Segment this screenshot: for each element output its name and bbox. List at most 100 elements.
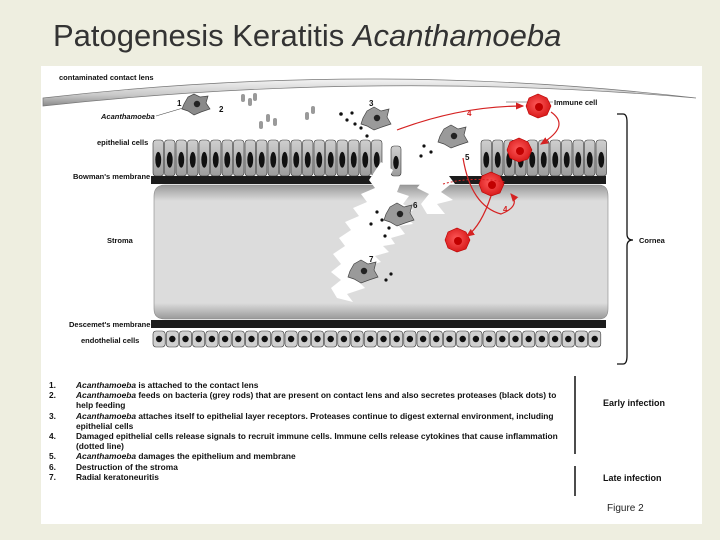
legend-item: 4.Damaged epithelial cells release signa… [49,431,569,451]
endothelial-cell [443,331,455,347]
epithelial-cell [222,140,233,176]
legend-item: 6.Destruction of the stroma [49,462,569,472]
epithelial-cell [257,140,268,176]
bowman-label: Bowman's membrane [73,172,150,181]
contact-lens-label: contaminated contact lens [59,73,154,82]
endothelial-cell [483,331,495,347]
legend-item: 2.Acanthamoeba feeds on bacteria (grey r… [49,390,569,410]
bacteria-rods [241,93,315,129]
acanthamoeba-5 [438,125,468,148]
epithelial-cell [349,140,360,176]
legend-italic: Acanthamoeba [76,390,136,400]
step-number-4a: 4 [467,109,472,118]
endothelial-layer [153,331,601,347]
endothelial-cell [496,331,508,347]
epithelial-cell [550,140,561,176]
epithelial-cell [391,146,401,176]
endothelial-cell [404,331,416,347]
step-number-1: 1 [177,99,182,108]
step-number-6: 6 [413,201,418,210]
legend-text: is attached to the contact lens [136,380,258,390]
endothelial-cell [575,331,587,347]
endothelial-cell [536,331,548,347]
acanthamoeba-label: Acanthamoeba [100,112,155,121]
endothelial-cell [298,331,310,347]
legend-italic: Acanthamoeba [76,380,136,390]
epithelial-cell [337,140,348,176]
step-number-3: 3 [369,99,374,108]
endothelial-cell [391,331,403,347]
endothelial-cell [364,331,376,347]
late-infection-label: Late infection [603,473,662,483]
epithelial-cell [176,140,187,176]
legend-text: Destruction of the stroma [76,462,178,472]
endothelial-cell [377,331,389,347]
descemet-membrane [151,320,606,328]
epithelial-cell [268,140,279,176]
epithelial-cell [596,140,607,176]
epithelial-cell [562,140,573,176]
signal-arrow-2 [541,112,559,144]
epithelial-cell [188,140,199,176]
legend-num: 5. [49,451,76,461]
endothelial-cell [457,331,469,347]
slide-title: Patogenesis Keratitis Acanthamoeba [53,18,561,54]
endothelial-cell [219,331,231,347]
endothelial-cell [166,331,178,347]
legend-text: attaches itself to epithelial layer rece… [76,411,554,431]
acanthamoeba-1 [182,94,210,115]
endothelial-cell [232,331,244,347]
endothelial-cell [193,331,205,347]
epithelial-cell [481,140,492,176]
legend-italic: Acanthamoeba [76,451,136,461]
legend-item: 3.Acanthamoeba attaches itself to epithe… [49,411,569,431]
step-number-4b: 4 [503,205,508,214]
early-infection-label: Early infection [603,398,665,408]
figure-caption: Figure 2 [607,503,644,514]
epithelial-cell [326,140,337,176]
epithelial-cell [303,140,314,176]
cornea-diagram: contaminated contact lens Cornea Acantha… [41,66,702,376]
acanthamoeba-3 [361,107,391,130]
epithelial-cell [585,140,596,176]
endothelial-cell [259,331,271,347]
epithelial-cell [280,140,291,176]
endothelial-cell [311,331,323,347]
epithelial-cell [199,140,210,176]
title-italic: Acanthamoeba [353,18,562,53]
epithelial-cell [165,140,176,176]
epithelial-label: epithelial cells [97,138,148,147]
legend-text: damages the epithelium and membrane [136,451,296,461]
epithelial-cell [234,140,245,176]
legend-text: Damaged epithelial cells release signals… [76,431,558,451]
step-number-5: 5 [465,153,470,162]
legend-num: 3. [49,411,76,431]
endothelial-cell [338,331,350,347]
endothelial-cell [153,331,165,347]
epithelial-cell [539,140,550,176]
immune-cell-1 [526,94,551,118]
signal-arrow-1 [397,106,523,130]
legend-item: 1.Acanthamoeba is attached to the contac… [49,380,569,390]
endothelial-cell [589,331,601,347]
endothelial-cell [562,331,574,347]
endothelial-cell [245,331,257,347]
endothelial-cell [206,331,218,347]
epithelial-cell [314,140,325,176]
stroma-label: Stroma [107,236,134,245]
step-number-7: 7 [369,255,374,264]
legend-list: 1.Acanthamoeba is attached to the contac… [49,380,569,482]
legend-item: 7.Radial keratoneuritis [49,472,569,482]
epithelial-cell [153,140,164,176]
endothelial-cell [179,331,191,347]
cornea-bracket [617,114,633,364]
endothelial-cell [351,331,363,347]
legend-num: 7. [49,472,76,482]
endothelial-cell [549,331,561,347]
legend-num: 1. [49,380,76,390]
legend-num: 4. [49,431,76,451]
epithelial-cell [360,140,371,176]
endothelial-cell [470,331,482,347]
legend-italic: Acanthamoeba [76,411,136,421]
endothelial-label: endothelial cells [81,336,139,345]
